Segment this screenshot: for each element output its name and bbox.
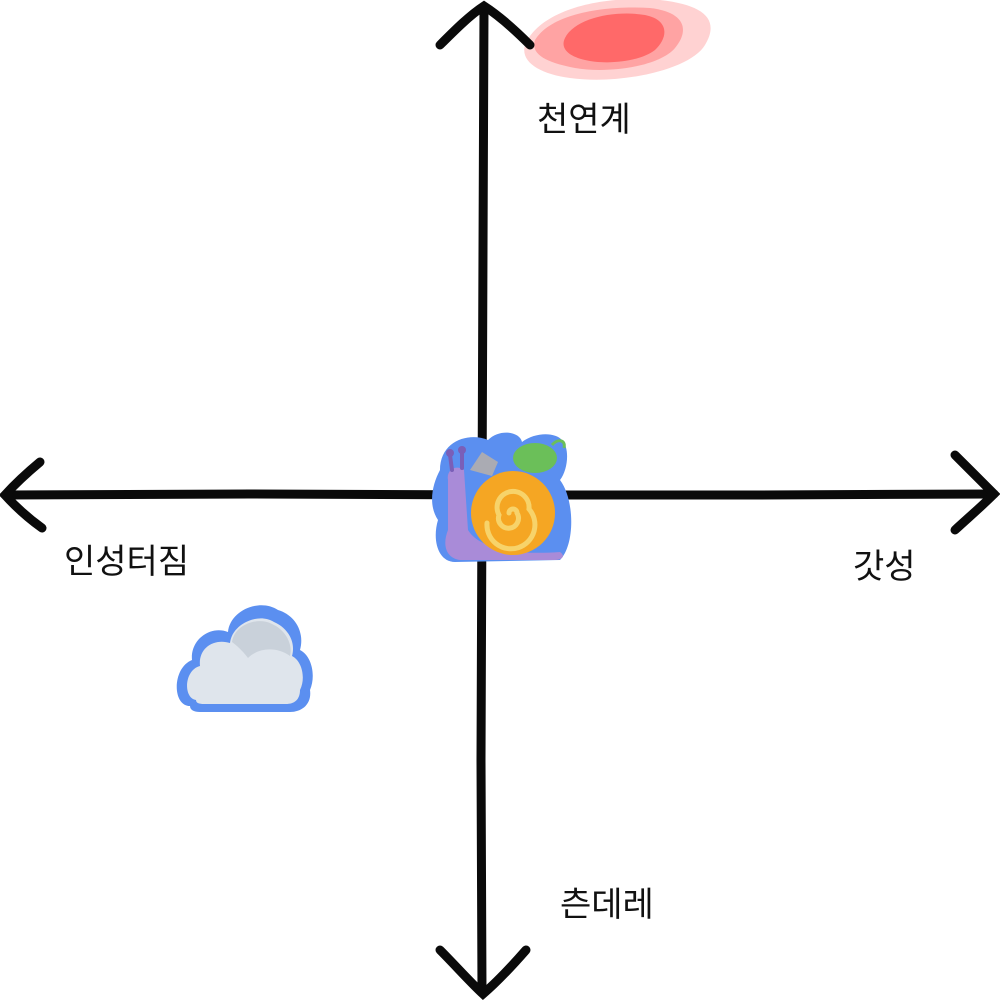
axis-label-right: 갓성 (853, 547, 916, 587)
snail-icon (432, 432, 572, 562)
axis-label-left: 인성터짐 (64, 542, 190, 582)
snail-shell (471, 471, 555, 555)
snail-body (445, 467, 563, 560)
axis-label-top: 천연계 (537, 100, 631, 140)
red-smudge-mark (524, 0, 711, 80)
arrow-down-head (435, 945, 531, 1000)
cloud-icon (176, 605, 313, 712)
arrow-right-head (950, 450, 1000, 535)
arrow-left-head (0, 457, 47, 533)
snail-leaf (513, 443, 557, 473)
arrow-up-head (435, 0, 535, 50)
axis-label-bottom: 츤데레 (560, 885, 654, 925)
